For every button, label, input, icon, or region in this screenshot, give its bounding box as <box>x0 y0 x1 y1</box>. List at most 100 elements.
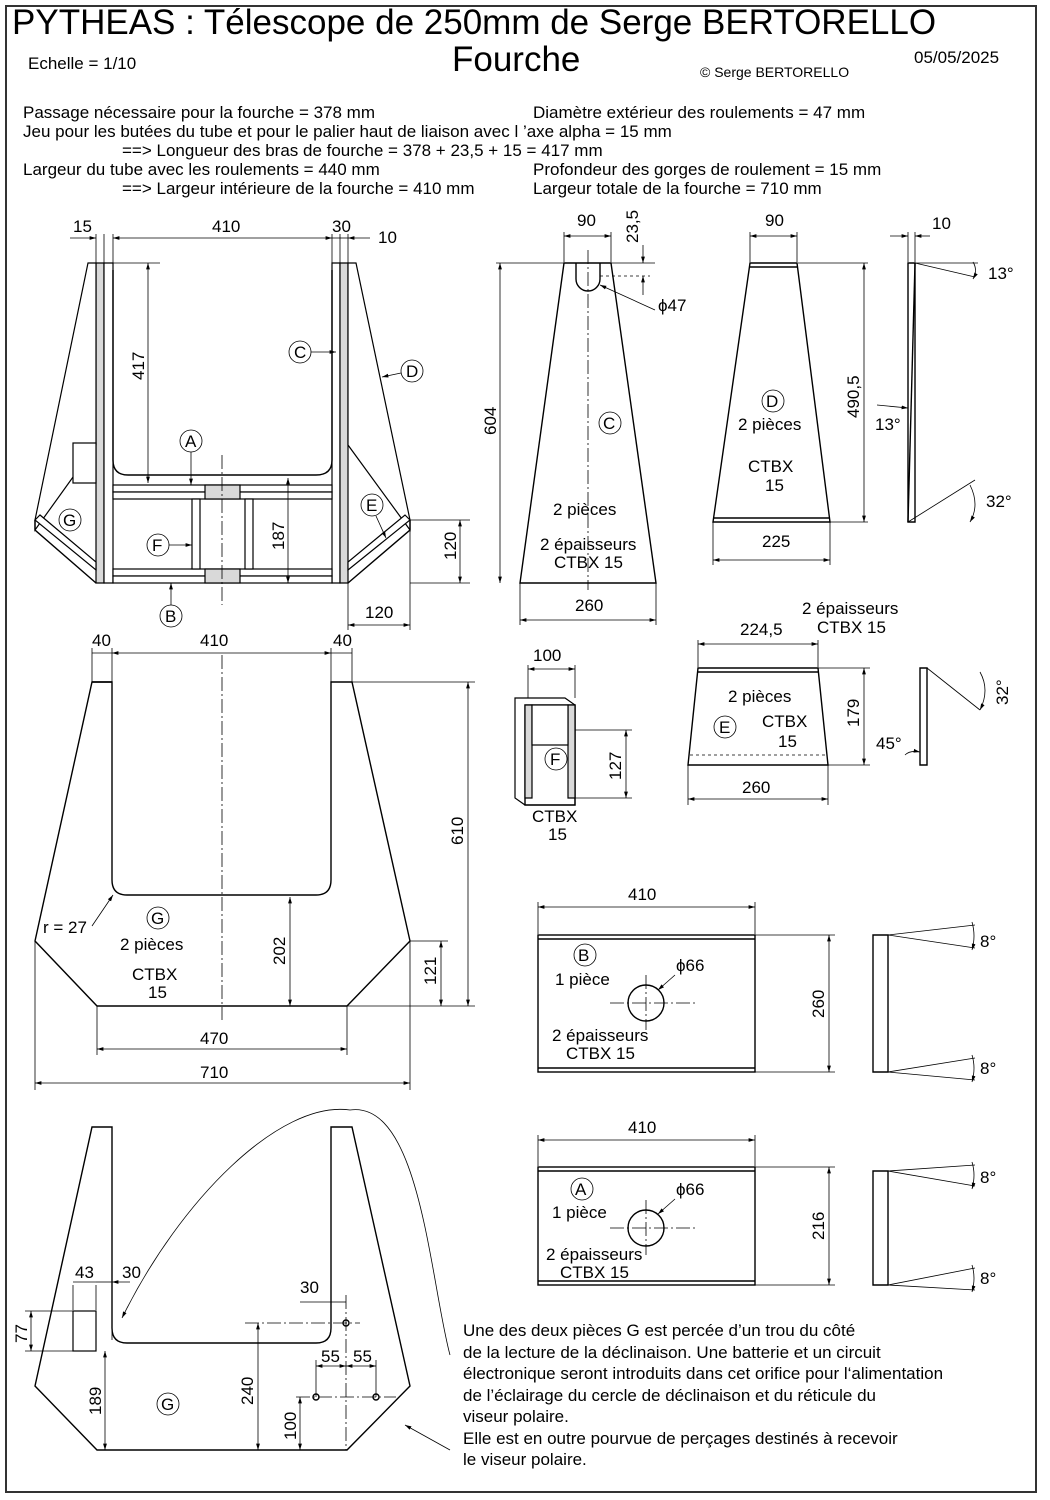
spec-line: Largeur totale de la fourche = 710 mm <box>533 179 822 198</box>
bottom-note: Une des deux pièces G est percée d’un tr… <box>463 1320 943 1471</box>
part-note: CTBX 15 <box>566 1044 635 1063</box>
callout-label: C <box>294 343 306 362</box>
part-a-view: 410 ϕ66 216 8° 8° A 1 pièce 2 épaisseurs… <box>537 1118 996 1293</box>
part-label: G <box>151 909 164 928</box>
callout-label: D <box>406 362 418 381</box>
dim-label: 90 <box>765 211 784 230</box>
note-line: Une des deux pièces G est percée d’un tr… <box>463 1321 856 1340</box>
dim-label: 30 <box>300 1278 319 1297</box>
dim-label: 100 <box>281 1412 300 1440</box>
note-line: Elle est en outre pourvue de perçages de… <box>463 1428 898 1448</box>
dim-label: 410 <box>628 885 656 904</box>
part-note: 15 <box>148 983 167 1002</box>
dim-label: 260 <box>742 778 770 797</box>
spec-line: Jeu pour les butées du tube et pour le p… <box>23 122 672 141</box>
dim-label: 40 <box>92 631 111 650</box>
dim-label: 55 <box>353 1347 372 1366</box>
dim-label: 410 <box>212 217 240 236</box>
part-b-view: 410 ϕ66 260 8° 8° B 1 pièce 2 épaisseurs… <box>537 885 996 1083</box>
dim-label: 30 <box>122 1263 141 1282</box>
dim-label: 77 <box>12 1324 31 1343</box>
part-note: 2 pièces <box>120 935 183 954</box>
dim-label: 610 <box>448 817 467 845</box>
dim-label: 100 <box>533 646 561 665</box>
spec-line: ==> Largeur intérieure de la fourche = 4… <box>122 179 475 198</box>
callout-label: A <box>185 432 197 451</box>
part-note: 1 pièce <box>555 970 610 989</box>
dim-label: 470 <box>200 1029 228 1048</box>
part-label: G <box>161 1395 174 1414</box>
dim-label: 15 <box>73 217 92 236</box>
wedge-left <box>34 262 97 532</box>
part-note: CTBX 15 <box>817 618 886 637</box>
part-note: CTBX <box>762 712 807 731</box>
dim-label: 417 <box>129 352 148 380</box>
dim-label: 216 <box>809 1212 828 1240</box>
part-note: 2 pièces <box>553 500 616 519</box>
dim-label: 90 <box>577 211 596 230</box>
dim-label: 202 <box>270 937 289 965</box>
dim-label: 127 <box>606 752 625 780</box>
dim-label: 225 <box>762 532 790 551</box>
callout-label: B <box>165 607 176 626</box>
fork-assembly-view: 15 410 30 10 417 187 120 120 A B C D E F… <box>34 217 470 630</box>
dim-label: 179 <box>844 699 863 727</box>
part-label: B <box>578 946 589 965</box>
callout-label: G <box>63 511 76 530</box>
part-d-view: 90 10 13° 490,5 13° 32° 225 D 2 pièces C… <box>712 211 1014 565</box>
dim-label: 45° <box>876 734 902 753</box>
drawing-date: 05/05/2025 <box>914 48 1000 67</box>
dim-label: 8° <box>980 1168 996 1187</box>
part-note: 2 pièces <box>738 415 801 434</box>
part-label: E <box>719 718 730 737</box>
drawing-subtitle: Fourche <box>452 40 581 79</box>
part-note: CTBX 15 <box>554 553 623 572</box>
dim-label: 120 <box>441 532 460 560</box>
dim-label: 32° <box>993 679 1012 705</box>
part-note: CTBX <box>132 965 177 984</box>
spec-line: Passage nécessaire pour la fourche = 378… <box>23 103 376 122</box>
part-note: 2 épaisseurs <box>802 599 898 618</box>
dim-label: 189 <box>86 1387 105 1415</box>
part-f-view: 100 127 F CTBX 15 <box>514 646 632 844</box>
part-label: D <box>766 392 778 411</box>
part-label: C <box>603 414 615 433</box>
dim-label: 40 <box>333 631 352 650</box>
wedge-right <box>347 262 411 532</box>
dim-label: 410 <box>200 631 228 650</box>
spec-line: Profondeur des gorges de roulement = 15 … <box>533 160 882 179</box>
arm-right-outer <box>339 262 349 584</box>
dim-label: 187 <box>269 522 288 550</box>
part-g-detail-view: 43 30 30 77 55 55 189 240 100 G <box>12 1108 451 1451</box>
spec-line: Largeur du tube avec les roulements = 44… <box>23 160 380 179</box>
part-note: CTBX 15 <box>560 1263 629 1282</box>
part-c-view: 90 23,5 ϕ47 604 260 C 2 pièces 2 épaisse… <box>481 210 686 625</box>
arm-left-inner <box>103 262 114 584</box>
part-note: 2 épaisseurs <box>552 1026 648 1045</box>
arm-right-inner <box>331 262 341 584</box>
part-note: 1 pièce <box>552 1203 607 1222</box>
dim-label: 43 <box>75 1263 94 1282</box>
part-note: 15 <box>765 476 784 495</box>
dim-label: 8° <box>980 1059 996 1078</box>
note-line: viseur polaire. <box>463 1407 569 1426</box>
note-line: de la lecture de la déclinaison. Une bat… <box>463 1342 881 1362</box>
part-note: CTBX <box>532 807 577 826</box>
dim-label: 10 <box>932 214 951 233</box>
dim-label: 710 <box>200 1063 228 1082</box>
dim-label: 224,5 <box>740 620 783 639</box>
dim-label: 13° <box>875 415 901 434</box>
dim-label: 260 <box>809 990 828 1018</box>
dim-label: 23,5 <box>623 210 642 243</box>
spec-line: Diamètre extérieur des roulements = 47 m… <box>533 103 866 122</box>
dim-label: 30 <box>332 217 351 236</box>
note-line: électronique seront introduits dans cet … <box>463 1364 944 1383</box>
arm-left-outer <box>95 262 105 584</box>
dim-label: 490,5 <box>844 375 863 418</box>
part-note: 2 épaisseurs <box>546 1245 642 1264</box>
note-line: le viseur polaire. <box>463 1450 587 1469</box>
dim-label: 410 <box>628 1118 656 1137</box>
callout-label: E <box>366 496 377 515</box>
dim-label: 13° <box>988 264 1014 283</box>
